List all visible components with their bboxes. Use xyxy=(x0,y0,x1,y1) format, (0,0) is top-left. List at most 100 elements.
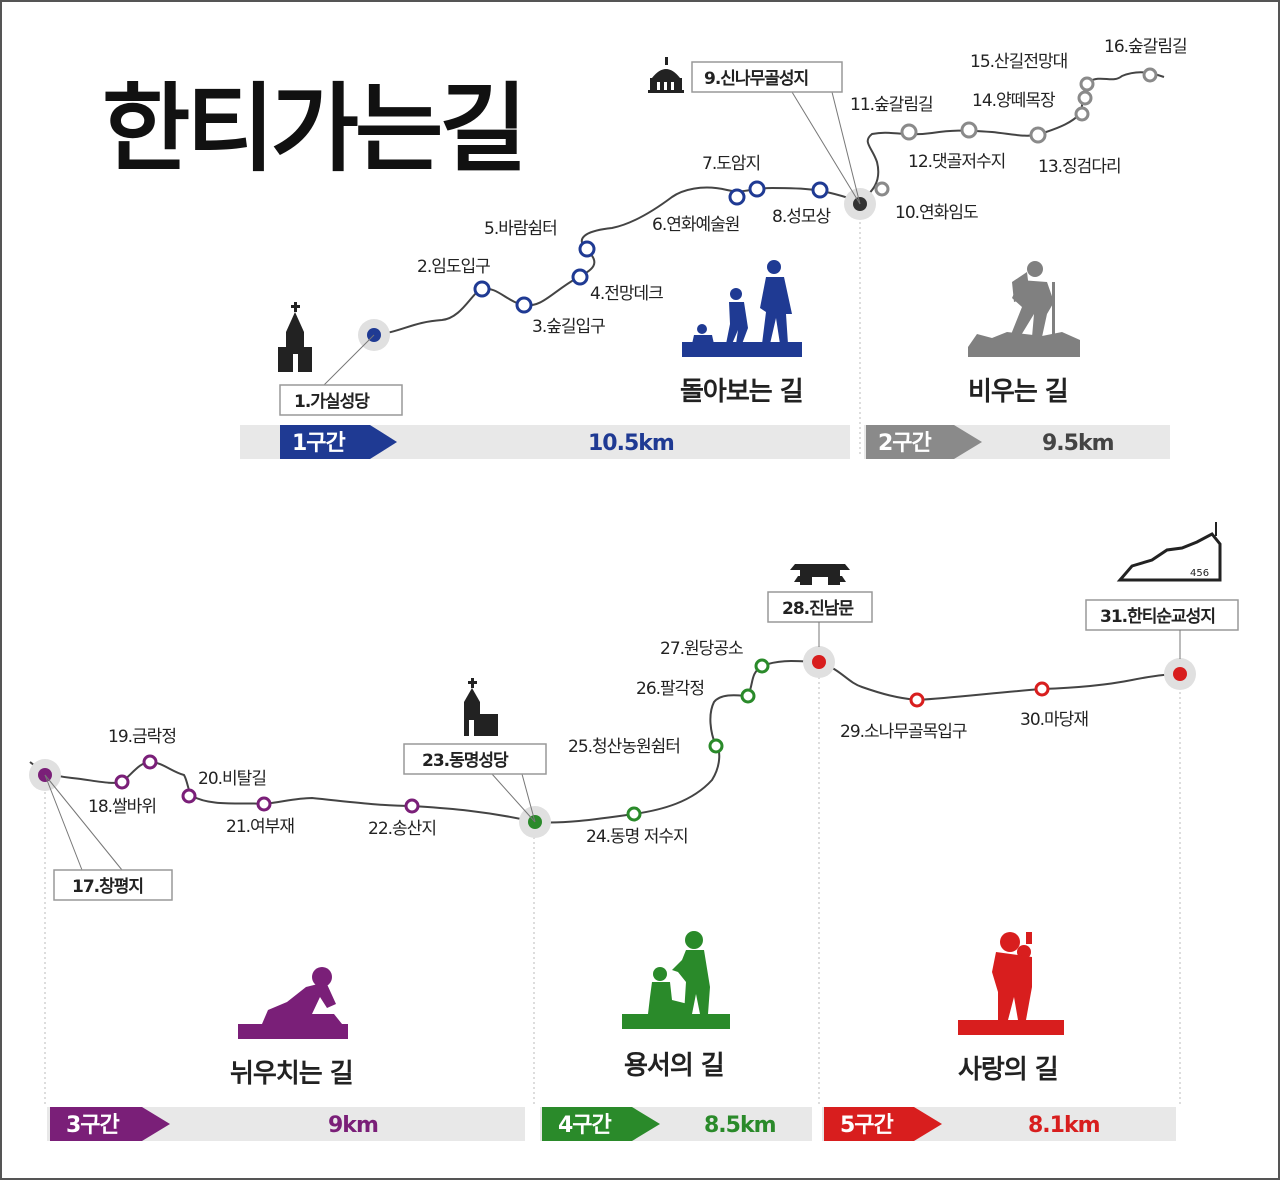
stop-marker-2 xyxy=(473,280,491,298)
stop-box-9 xyxy=(691,61,843,93)
embracing-couple-icon xyxy=(958,932,1064,1035)
stop-label-21: 21.여부재 xyxy=(226,817,294,837)
stop-label-14: 14.양떼목장 xyxy=(972,91,1056,111)
stop-marker-16 xyxy=(1142,67,1158,83)
stop-marker-14 xyxy=(1077,90,1093,106)
section-distance-2: 9.5km xyxy=(1042,431,1114,456)
trail-path-section-5 xyxy=(818,661,1181,702)
stop-marker-11 xyxy=(900,123,918,141)
stop-box-1 xyxy=(279,384,403,416)
stop-marker-14a xyxy=(1074,106,1090,122)
gate-icon xyxy=(790,564,850,585)
stop-marker-22 xyxy=(404,798,420,814)
stop-box-17 xyxy=(53,869,173,901)
stop-label-28: 28.진남문 xyxy=(782,599,854,619)
stop-label-2: 2.임도입구 xyxy=(417,257,490,277)
stop-label-12: 12.댓골저수지 xyxy=(908,152,1005,172)
stop-marker-21 xyxy=(256,796,272,812)
stop-marker-7 xyxy=(748,180,766,198)
kneeling-person-icon xyxy=(238,967,348,1039)
stop-marker-29 xyxy=(909,692,925,708)
stop-label-15: 15.산길전망대 xyxy=(970,52,1067,72)
leader-line-9a xyxy=(791,91,861,205)
theme-label-2: 비우는 길 xyxy=(968,377,1068,407)
stop-box-28 xyxy=(767,591,873,623)
leader-line-1 xyxy=(323,334,375,386)
trail-path-section-2 xyxy=(859,71,1165,203)
stop-marker-31 xyxy=(1173,667,1187,681)
stop-label-5: 5.바람쉼터 xyxy=(484,219,557,239)
stop-marker-20 xyxy=(181,788,197,804)
mountain-icon: 456 xyxy=(1116,522,1222,582)
section-tag-2 xyxy=(866,425,982,459)
leader-line-23a xyxy=(491,773,536,823)
section-label-4: 4구간 xyxy=(558,1113,612,1138)
stop-label-7: 7.도암지 xyxy=(702,154,760,174)
leader-line-17a xyxy=(44,774,83,871)
stop-label-19: 19.금락정 xyxy=(108,727,176,747)
stop-label-25: 25.청산농원쉼터 xyxy=(568,737,680,757)
leader-line-23b xyxy=(521,773,536,823)
section-label-1: 1구간 xyxy=(292,431,346,456)
leader-line-9b xyxy=(831,91,861,205)
stop-label-31: 31.한티순교성지 xyxy=(1100,607,1215,627)
section-tag-1 xyxy=(280,425,397,459)
helping-hand-icon xyxy=(622,931,730,1029)
leader-line-17b xyxy=(44,774,123,871)
stop-label-6: 6.연화예술원 xyxy=(652,215,739,235)
stop-label-11: 11.숲갈림길 xyxy=(850,95,933,115)
stop-marker-15 xyxy=(1079,76,1095,92)
theme-label-4: 용서의 길 xyxy=(624,1051,724,1081)
chapel-icon xyxy=(648,57,684,93)
stop-box-23 xyxy=(403,743,547,775)
church-icon xyxy=(278,302,312,372)
stop-marker-28 xyxy=(812,655,826,669)
stop-marker-19 xyxy=(142,754,158,770)
stop-label-24: 24.동명 저수지 xyxy=(586,827,688,847)
stop-label-22: 22.송산지 xyxy=(368,819,436,839)
stop-label-30: 30.마당재 xyxy=(1020,710,1088,730)
stop-label-27: 27.원당공소 xyxy=(660,639,743,659)
stop-label-8: 8.성모상 xyxy=(772,207,831,227)
section-tag-4 xyxy=(542,1107,660,1141)
stop-label-23: 23.동명성당 xyxy=(422,751,509,771)
church-icon xyxy=(464,678,498,736)
stop-label-10: 10.연화임도 xyxy=(895,203,978,223)
stop-box-31 xyxy=(1085,599,1239,631)
section-tag-3 xyxy=(50,1107,170,1141)
stop-label-29: 29.소나무골목입구 xyxy=(840,722,967,742)
section-label-5: 5구간 xyxy=(840,1113,894,1138)
theme-label-1: 돌아보는 길 xyxy=(680,377,803,407)
stop-label-16: 16.숲갈림길 xyxy=(1104,37,1187,57)
map-title: 한티가는길 xyxy=(102,72,524,185)
stop-marker-3 xyxy=(515,296,533,314)
mountain-altitude: 456 xyxy=(1190,568,1209,579)
theme-label-5: 사랑의 길 xyxy=(958,1055,1058,1085)
stop-marker-6 xyxy=(728,188,746,206)
stop-label-4: 4.전망데크 xyxy=(590,284,663,304)
section-distance-5: 8.1km xyxy=(1028,1113,1100,1138)
section-label-3: 3구간 xyxy=(66,1113,120,1138)
stop-marker-18 xyxy=(114,774,130,790)
stop-marker-30 xyxy=(1034,681,1050,697)
stop-label-3: 3.숲길입구 xyxy=(532,317,605,337)
stop-label-1: 1.가실성당 xyxy=(294,392,370,412)
stop-label-26: 26.팔각정 xyxy=(636,679,704,699)
stop-marker-26 xyxy=(740,688,756,704)
stop-marker-13 xyxy=(1029,126,1047,144)
stop-marker-27 xyxy=(754,658,770,674)
stop-label-9: 9.신나무골성지 xyxy=(704,69,808,89)
theme-label-3: 뉘우치는 길 xyxy=(230,1059,353,1089)
hiker-icon xyxy=(968,261,1080,357)
stop-marker-10 xyxy=(874,181,890,197)
section-tag-5 xyxy=(824,1107,942,1141)
stop-marker-12 xyxy=(960,121,978,139)
stop-marker-5 xyxy=(578,240,596,258)
stop-marker-8 xyxy=(811,181,829,199)
section-distance-4: 8.5km xyxy=(704,1113,776,1138)
stop-label-20: 20.비탈길 xyxy=(198,769,266,789)
stop-label-18: 18.쌀바위 xyxy=(88,797,156,817)
section-distance-1: 10.5km xyxy=(588,431,674,456)
